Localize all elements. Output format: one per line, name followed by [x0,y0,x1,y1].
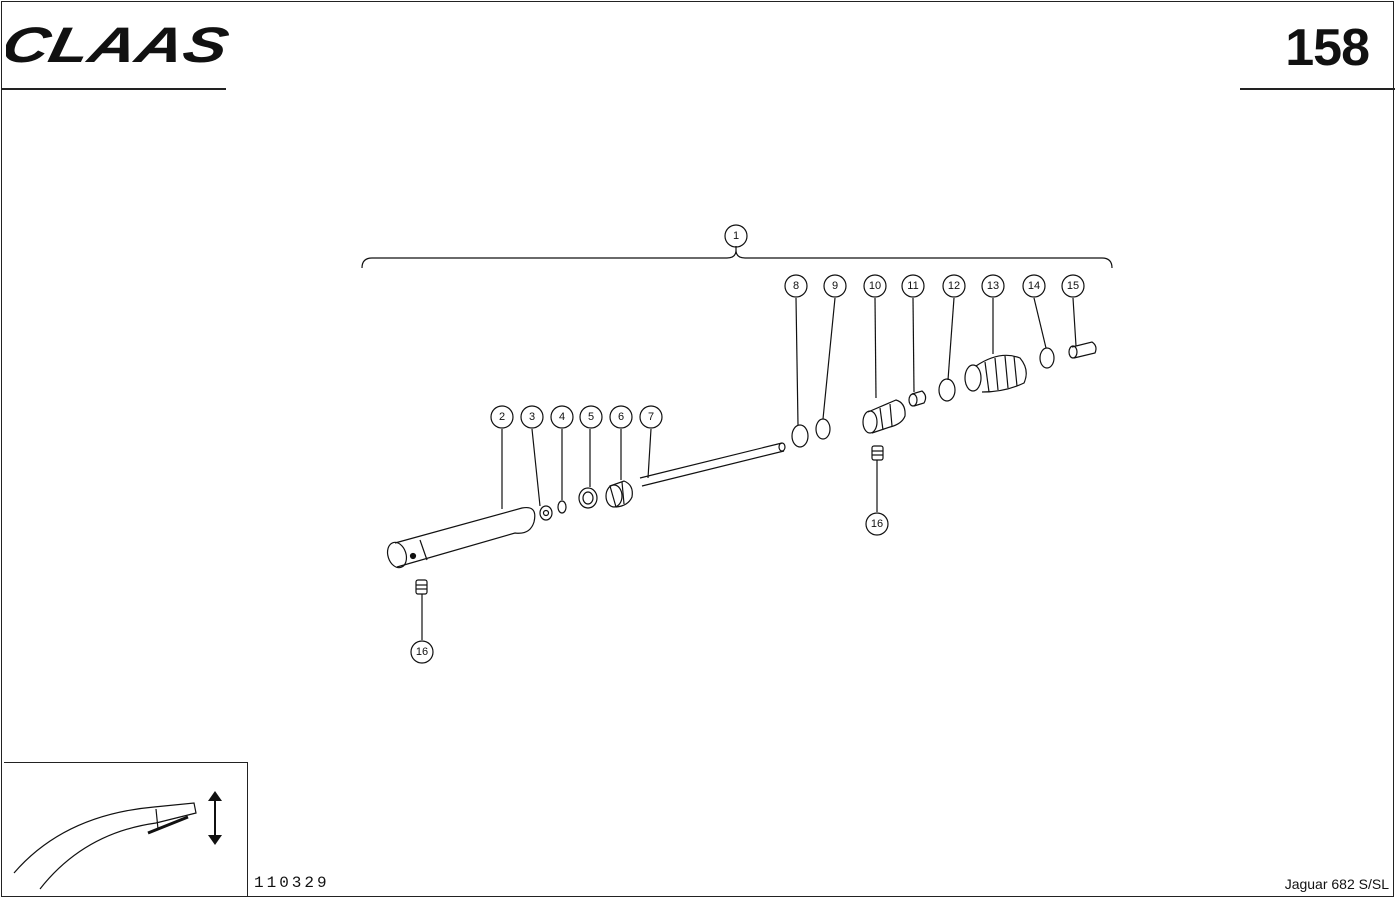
model-label: Jaguar 682 S/SL [1284,876,1389,892]
callout-part-16-lower: 16 [410,640,434,664]
part-2-cylinder-tube [386,506,536,569]
part-16-grease-nipple-lower [415,579,428,595]
callout-part-7: 7 [639,405,663,429]
svg-text:1: 1 [733,230,739,242]
callout-part-5: 5 [579,405,603,429]
svg-text:12: 12 [948,280,960,292]
highlighted-cylinder [147,815,189,835]
svg-text:9: 9 [832,280,838,292]
part-15-pin [1068,341,1097,359]
page-number-underline [1240,88,1395,90]
location-reference-frame [4,762,248,896]
spout-outline-inner [39,822,157,890]
callout-part-16-upper: 16 [865,512,889,536]
spout-deflector [153,802,197,824]
part-8-o-ring [791,424,809,448]
callout-part-11: 11 [901,274,925,298]
callout-part-1: 1 [724,224,748,248]
part-4-washer [557,500,567,514]
drawing-number: 110329 [254,874,330,892]
callout-part-3: 3 [520,405,544,429]
location-sketch [13,791,222,890]
callout-leaders [421,297,1077,640]
callout-part-10: 10 [863,274,887,298]
callout-part-12: 12 [942,274,966,298]
svg-text:6: 6 [618,411,624,423]
callout-part-14: 14 [1022,274,1046,298]
part-5-seal [578,487,598,509]
page-number: 158 [1285,19,1370,77]
part-9-ring [815,418,831,440]
svg-text:5: 5 [588,411,594,423]
claas-logo: CLAAS [6,20,234,70]
svg-text:14: 14 [1028,280,1040,292]
svg-text:2: 2 [499,411,505,423]
claas-logo-text: CLAAS [6,20,234,70]
svg-text:13: 13 [987,280,999,292]
svg-text:10: 10 [869,280,881,292]
logo-underline [2,88,226,90]
part-10-rod-end [862,399,906,434]
assembly-brace [361,249,1113,269]
part-14-ring [1039,347,1055,369]
part-12-circlip [938,378,956,402]
up-down-arrow-icon [208,791,222,845]
svg-text:8: 8 [793,280,799,292]
part-11-bush [908,390,927,407]
part-16-grease-nipple-upper [871,445,884,461]
callout-part-9: 9 [823,274,847,298]
callout-part-13: 13 [981,274,1005,298]
part-6-piston [605,480,633,508]
svg-text:16: 16 [871,518,883,530]
part-13-bellows [964,354,1027,393]
callout-part-2: 2 [490,405,514,429]
svg-text:11: 11 [907,280,918,292]
callout-part-15: 15 [1061,274,1085,298]
callout-part-4: 4 [550,405,574,429]
svg-text:4: 4 [559,411,565,423]
svg-text:15: 15 [1067,280,1079,292]
callout-part-6: 6 [609,405,633,429]
part-3-nut [539,505,553,521]
spout-outline-outer [13,806,155,874]
svg-text:16: 16 [416,646,428,658]
part-7-piston-rod [639,442,786,487]
svg-text:3: 3 [529,411,535,423]
callout-part-8: 8 [784,274,808,298]
svg-text:7: 7 [648,411,654,423]
